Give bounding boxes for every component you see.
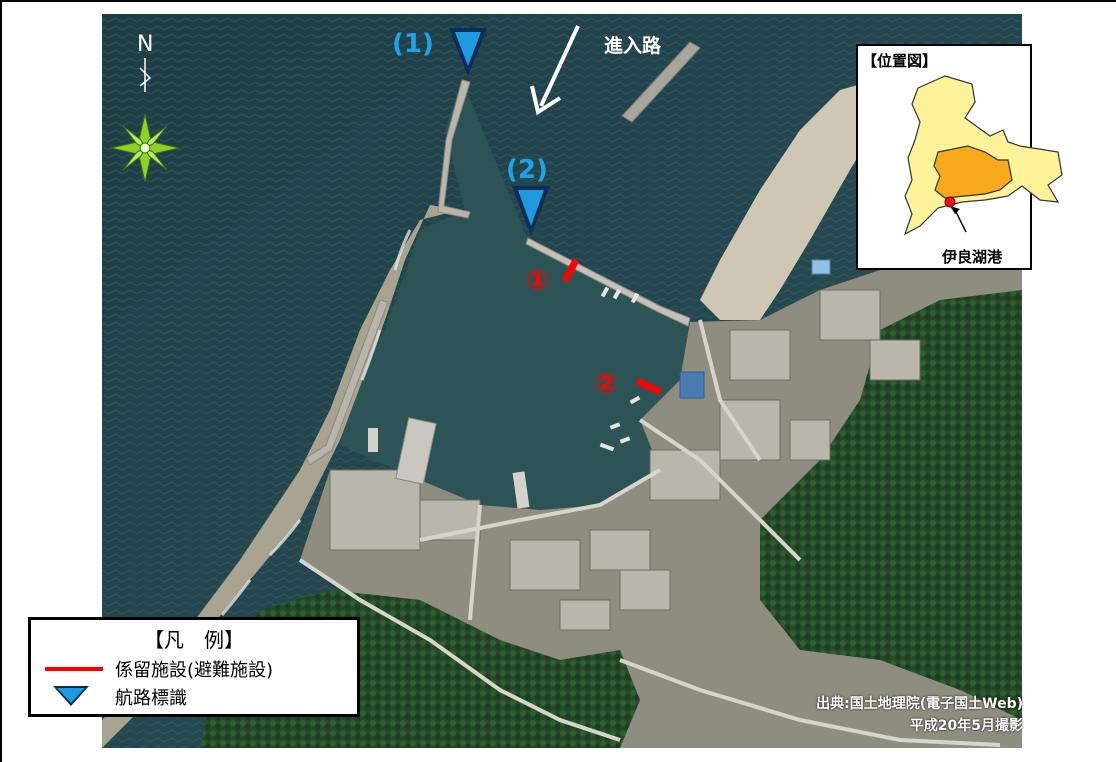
source-credit: 出典:国土地理院(電子国土Web) 平成20年5月撮影	[816, 693, 1023, 737]
east-beach	[700, 80, 880, 320]
blue-roof-building	[811, 259, 831, 275]
mooring-facility-1-label: ①	[526, 264, 550, 297]
legend-navmark-label: 航路標識	[115, 688, 187, 709]
roads	[298, 319, 1001, 747]
north-breakwater	[437, 79, 471, 219]
forest-right	[760, 290, 1022, 720]
compass-rose: N	[110, 32, 180, 183]
west-pier	[305, 299, 389, 466]
offshore-jetty	[621, 41, 701, 123]
harbor-basin	[340, 80, 690, 510]
small-pier	[368, 428, 378, 452]
approach-route-arrow: 進入路	[530, 25, 662, 116]
small-pier	[512, 471, 530, 509]
blue-roof-building	[679, 371, 705, 399]
nav-marker-2-label: (2)	[506, 155, 548, 185]
mooring-facility-2-label: ②	[594, 367, 618, 400]
legend-box: 【凡 例】 係留施設(避難施設) 航路標識	[28, 617, 360, 717]
nav-marker-2-triangle-fill	[518, 190, 544, 226]
mooring-facility-2: ②	[594, 367, 663, 400]
source-line-1: 出典:国土地理院(電子国土Web)	[816, 696, 1023, 712]
source-line-2: 平成20年5月撮影	[909, 718, 1023, 734]
nav-marker-1-label: (1)	[392, 29, 434, 59]
boats	[599, 286, 641, 452]
nav-marker-1: (1)	[392, 28, 487, 76]
town-blocks	[329, 289, 921, 631]
legend-mooring-label: 係留施設(避難施設)	[115, 660, 274, 681]
legend-title: 【凡 例】	[144, 628, 244, 652]
nav-marker-1-triangle-fill	[455, 32, 481, 66]
nav-marker-2: (2)	[506, 155, 550, 236]
east-breakwater	[525, 237, 691, 327]
mooring-facility-1: ①	[526, 258, 580, 297]
legend-navmark-icon-fill	[57, 688, 85, 703]
ferry-dock	[395, 417, 437, 485]
compass-north-label: N	[137, 32, 153, 57]
location-inset	[856, 44, 1032, 270]
approach-route-label: 進入路	[604, 34, 662, 57]
legend-mooring-swatch	[45, 667, 103, 671]
